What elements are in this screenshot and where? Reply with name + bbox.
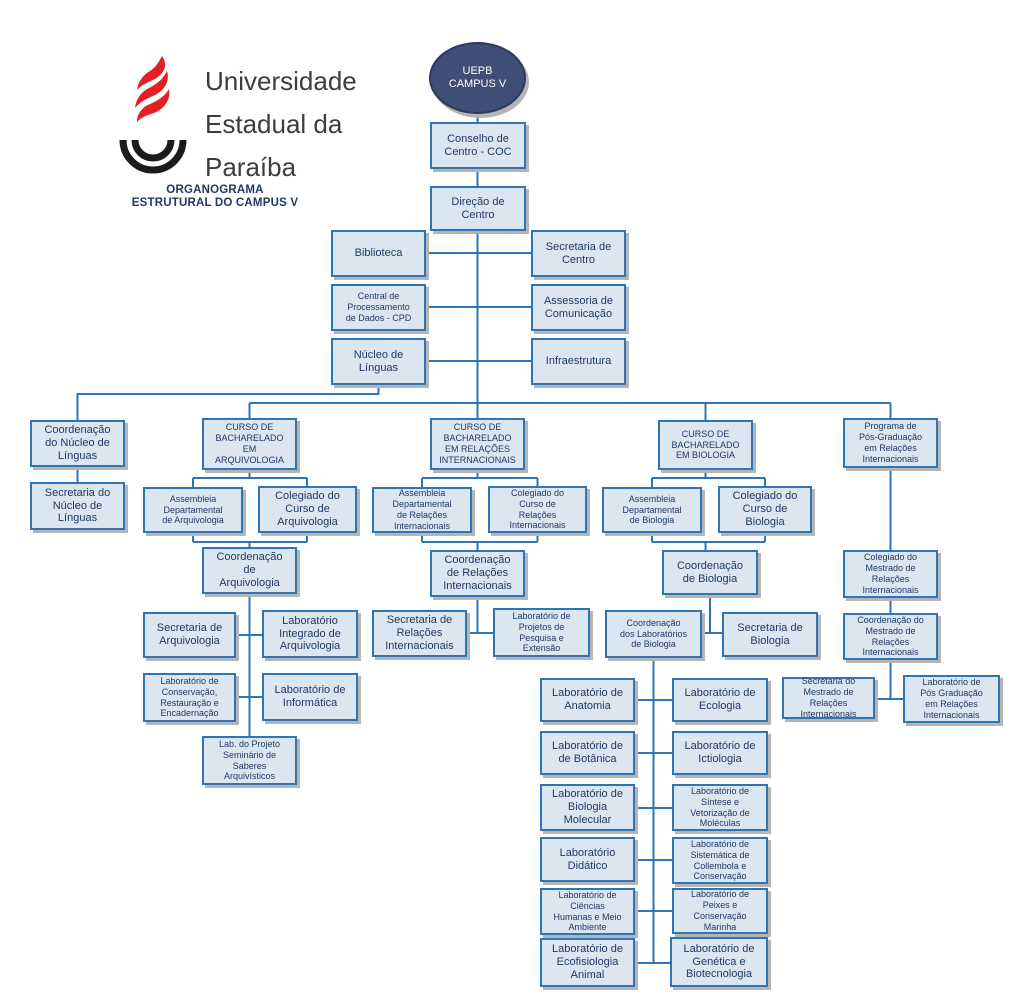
org-node-lab-sintese: Laboratório de Síntese e Vetorização de … [672,784,768,831]
org-node-nucleo-de-linguas: Núcleo de Línguas [331,338,426,385]
org-node-cpd: Central de Processamento de Dados - CPD [331,284,426,331]
org-node-direcao-de-centro: Direção de Centro [430,186,526,231]
org-node-assessoria-de-comunicacao: Assessoria de Comunicação [531,284,626,331]
org-node-secretaria-de-centro: Secretaria de Centro [531,230,626,277]
org-node-assembleia-arquivologia: Assembleia Departamental de Arquivologia [143,487,243,533]
org-node-coordenacao-nucleo-linguas: Coordenação do Núcleo de Línguas [30,420,125,467]
org-node-uepb-campus-v: UEPB CAMPUS V [429,42,526,114]
org-node-coordenacao-ri: Coordenação de Relações Internacionais [430,550,525,597]
org-node-assembleia-ri: Assembleia Departamental de Relações Int… [372,487,472,533]
org-node-biblioteca: Biblioteca [331,230,426,277]
uepb-logo [119,56,187,174]
org-node-lab-genetica: Laboratório de Genética e Biotecnologia [670,937,768,987]
org-node-lab-ecofisiologia: Laboratório de Ecofisiologia Animal [540,938,635,987]
org-node-curso-biologia: CURSO DE BACHARELADO EM BIOLOGIA [658,420,753,470]
org-node-lab-biologia-molecular: Laboratório de Biologia Molecular [540,784,635,831]
org-node-lab-informatica: Laboratório de Informática [262,673,358,721]
org-node-colegiado-mestrado: Colegiado do Mestrado de Relações Intern… [843,550,938,598]
org-node-curso-arquivologia: CURSO DE BACHARELADO EM ARQUIVOLOGIA [202,418,297,470]
org-node-assembleia-biologia: Assembleia Departamental de Biologia [602,487,702,533]
org-node-lab-sistematica: Laboratório de Sistemática de Collembola… [672,837,768,884]
org-node-secretaria-biologia: Secretaria de Biologia [722,612,818,657]
org-node-lab-integrado-arquivologia: Laboratório Integrado de Arquivologia [262,610,358,658]
org-node-coordenacao-arquivologia: Coordenação de Arquivologia [202,547,297,594]
org-node-lab-didatico: Laboratório Didático [540,837,635,882]
org-node-infraestrutura: Infraestrutura [531,338,626,385]
org-connectors [76,114,903,964]
org-node-secretaria-mestrado: Secretaria do Mestrado de Relações Inter… [782,676,875,719]
org-node-secretaria-arquivologia: Secretaria de Arquivologia [143,612,236,658]
org-node-lab-conservacao: Laboratório de Conservação, Restauração … [143,673,236,722]
org-node-lab-pos-graduacao-ri: Laboratório de Pós Graduação em Relações… [903,675,1000,723]
org-node-lab-anatomia: Laboratório de Anatomia [540,678,635,722]
org-node-programa-pos-graduacao: Programa de Pós-Graduação em Relações In… [843,418,938,468]
org-node-colegiado-biologia: Colegiado do Curso de Biologia [718,486,812,533]
flame-icon [135,56,170,122]
org-node-lab-projeto-saberes: Lab. do Projeto Seminário de Saberes Arq… [202,736,297,785]
org-node-lab-botanica: Laboratório de de Botânica [540,731,635,775]
university-name: Universidade Estadual da Paraíba [205,66,357,182]
org-node-conselho-de-centro: Conselho de Centro - COC [430,122,526,169]
org-node-colegiado-arquivologia: Colegiado do Curso de Arquivologia [258,486,357,533]
org-node-coordenacao-laboratorios-biologia: Coordenação dos Laboratórios de Biologia [605,610,702,658]
org-node-lab-ecologia: Laboratório de Ecologia [672,678,768,722]
org-node-secretaria-ri: Secretaria de Relações Internacionais [372,610,467,657]
organogram-subtitle: ORGANOGRAMA ESTRUTURAL DO CAMPUS V [131,184,299,210]
org-node-lab-projetos-pesquisa: Laboratório de Projetos de Pesquisa e Ex… [493,608,590,657]
arc-icon [119,139,187,174]
org-node-lab-ictiologia: Laboratório de Ictiologia [672,731,768,775]
org-node-coordenacao-mestrado: Coordenação do Mestrado de Relações Inte… [843,613,938,660]
org-node-coordenacao-biologia: Coordenação de Biologia [662,550,758,595]
org-node-secretaria-nucleo-linguas: Secretaria do Núcleo de Línguas [30,482,125,530]
org-node-curso-relacoes-internacionais: CURSO DE BACHARELADO EM RELAÇÕES INTERNA… [430,418,525,470]
org-node-lab-ciencias-humanas: Laboratório de Ciências Humanas e Meio A… [540,888,635,935]
org-node-lab-peixes: Laboratório de Peixes e Conservação Mari… [672,888,768,934]
org-node-colegiado-ri: Colegiado do Curso de Relações Internaci… [488,486,587,533]
